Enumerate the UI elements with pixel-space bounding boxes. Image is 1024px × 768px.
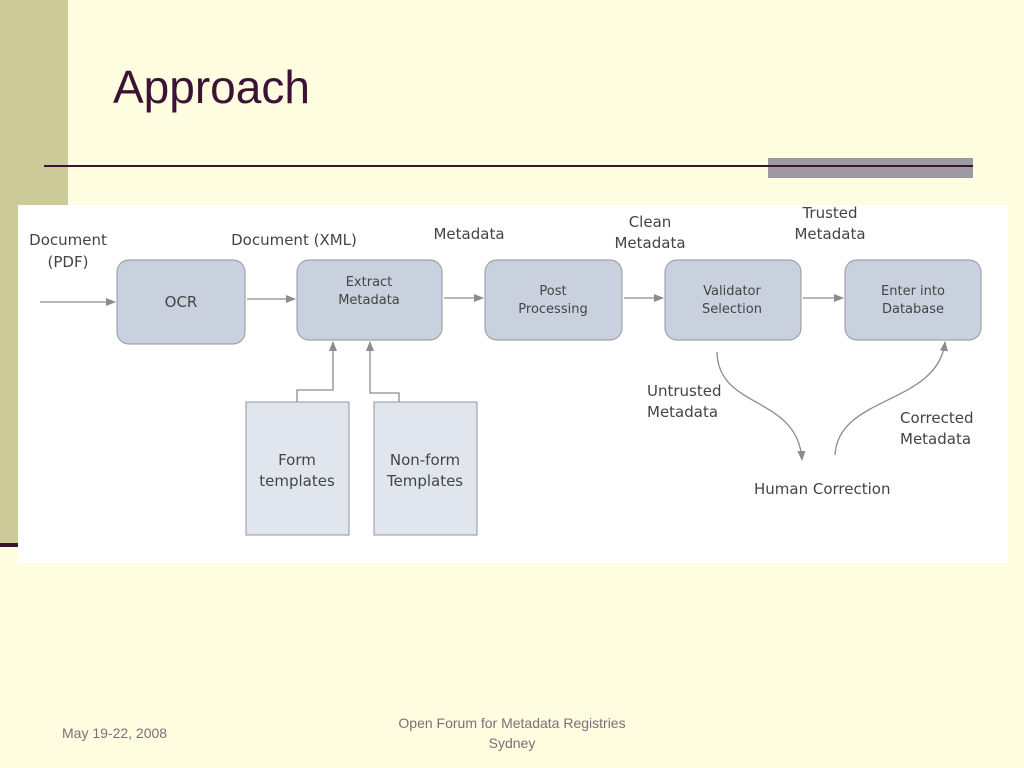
footer-event-line2: Sydney [488, 735, 536, 751]
label-metadata: Metadata [433, 225, 504, 243]
box-ocr [116, 259, 246, 345]
box-enter-line1: Enter into [881, 284, 945, 299]
label-document-pdf-line1: Document [29, 231, 107, 249]
arrow-human-correction-to-enter [834, 341, 948, 456]
box-validator-line2: Selection [702, 302, 762, 317]
label-document-pdf-line2: (PDF) [48, 253, 89, 271]
box-extract-metadata [296, 259, 443, 341]
label-document-xml: Document (XML) [231, 231, 357, 249]
arrow-validator-to-human-correction [716, 351, 806, 461]
label-human-correction: Human Correction [754, 480, 890, 498]
box-form-line1: Form [278, 451, 316, 469]
footer-date: May 19-22, 2008 [62, 725, 168, 741]
label-trusted-line2: Metadata [794, 225, 865, 243]
box-nonform-line1: Non-form [390, 451, 460, 469]
workflow-diagram-svg: Document (PDF) Document (XML) Metadata C… [29, 205, 982, 536]
box-validator-line1: Validator [703, 284, 761, 299]
box-post-line2: Processing [518, 302, 587, 317]
side-accent-tick [0, 543, 18, 547]
box-extract-line2: Metadata [338, 293, 400, 308]
label-clean-line1: Clean [629, 213, 672, 231]
box-post-line1: Post [539, 284, 566, 299]
footer-event-line1: Open Forum for Metadata Registries [398, 715, 626, 731]
title-rule [44, 165, 972, 167]
arrow-nonform-to-extract [366, 341, 400, 402]
label-untrusted-line1: Untrusted [647, 382, 722, 400]
box-form-templates [245, 401, 350, 536]
box-nonform-line2: Templates [386, 472, 463, 490]
label-corrected-line1: Corrected [900, 409, 974, 427]
box-nonform-templates [373, 401, 478, 536]
box-post-processing [484, 259, 623, 341]
slide-title: Approach [113, 61, 310, 113]
box-validator-selection [664, 259, 802, 341]
workflow-diagram: Document (PDF) Document (XML) Metadata C… [18, 205, 1008, 563]
arrow-form-to-extract [296, 341, 337, 402]
box-ocr-label: OCR [165, 293, 198, 311]
title-accent-bar [768, 158, 973, 178]
box-extract-line1: Extract [346, 275, 393, 290]
footer-event: Open Forum for Metadata Registries Sydne… [362, 713, 662, 753]
box-enter-line2: Database [882, 302, 944, 317]
box-enter-database [844, 259, 982, 341]
label-untrusted-line2: Metadata [647, 403, 718, 421]
box-form-line2: templates [259, 472, 335, 490]
label-trusted-line1: Trusted [801, 205, 857, 222]
label-corrected-line2: Metadata [900, 430, 971, 448]
label-clean-line2: Metadata [614, 234, 685, 252]
